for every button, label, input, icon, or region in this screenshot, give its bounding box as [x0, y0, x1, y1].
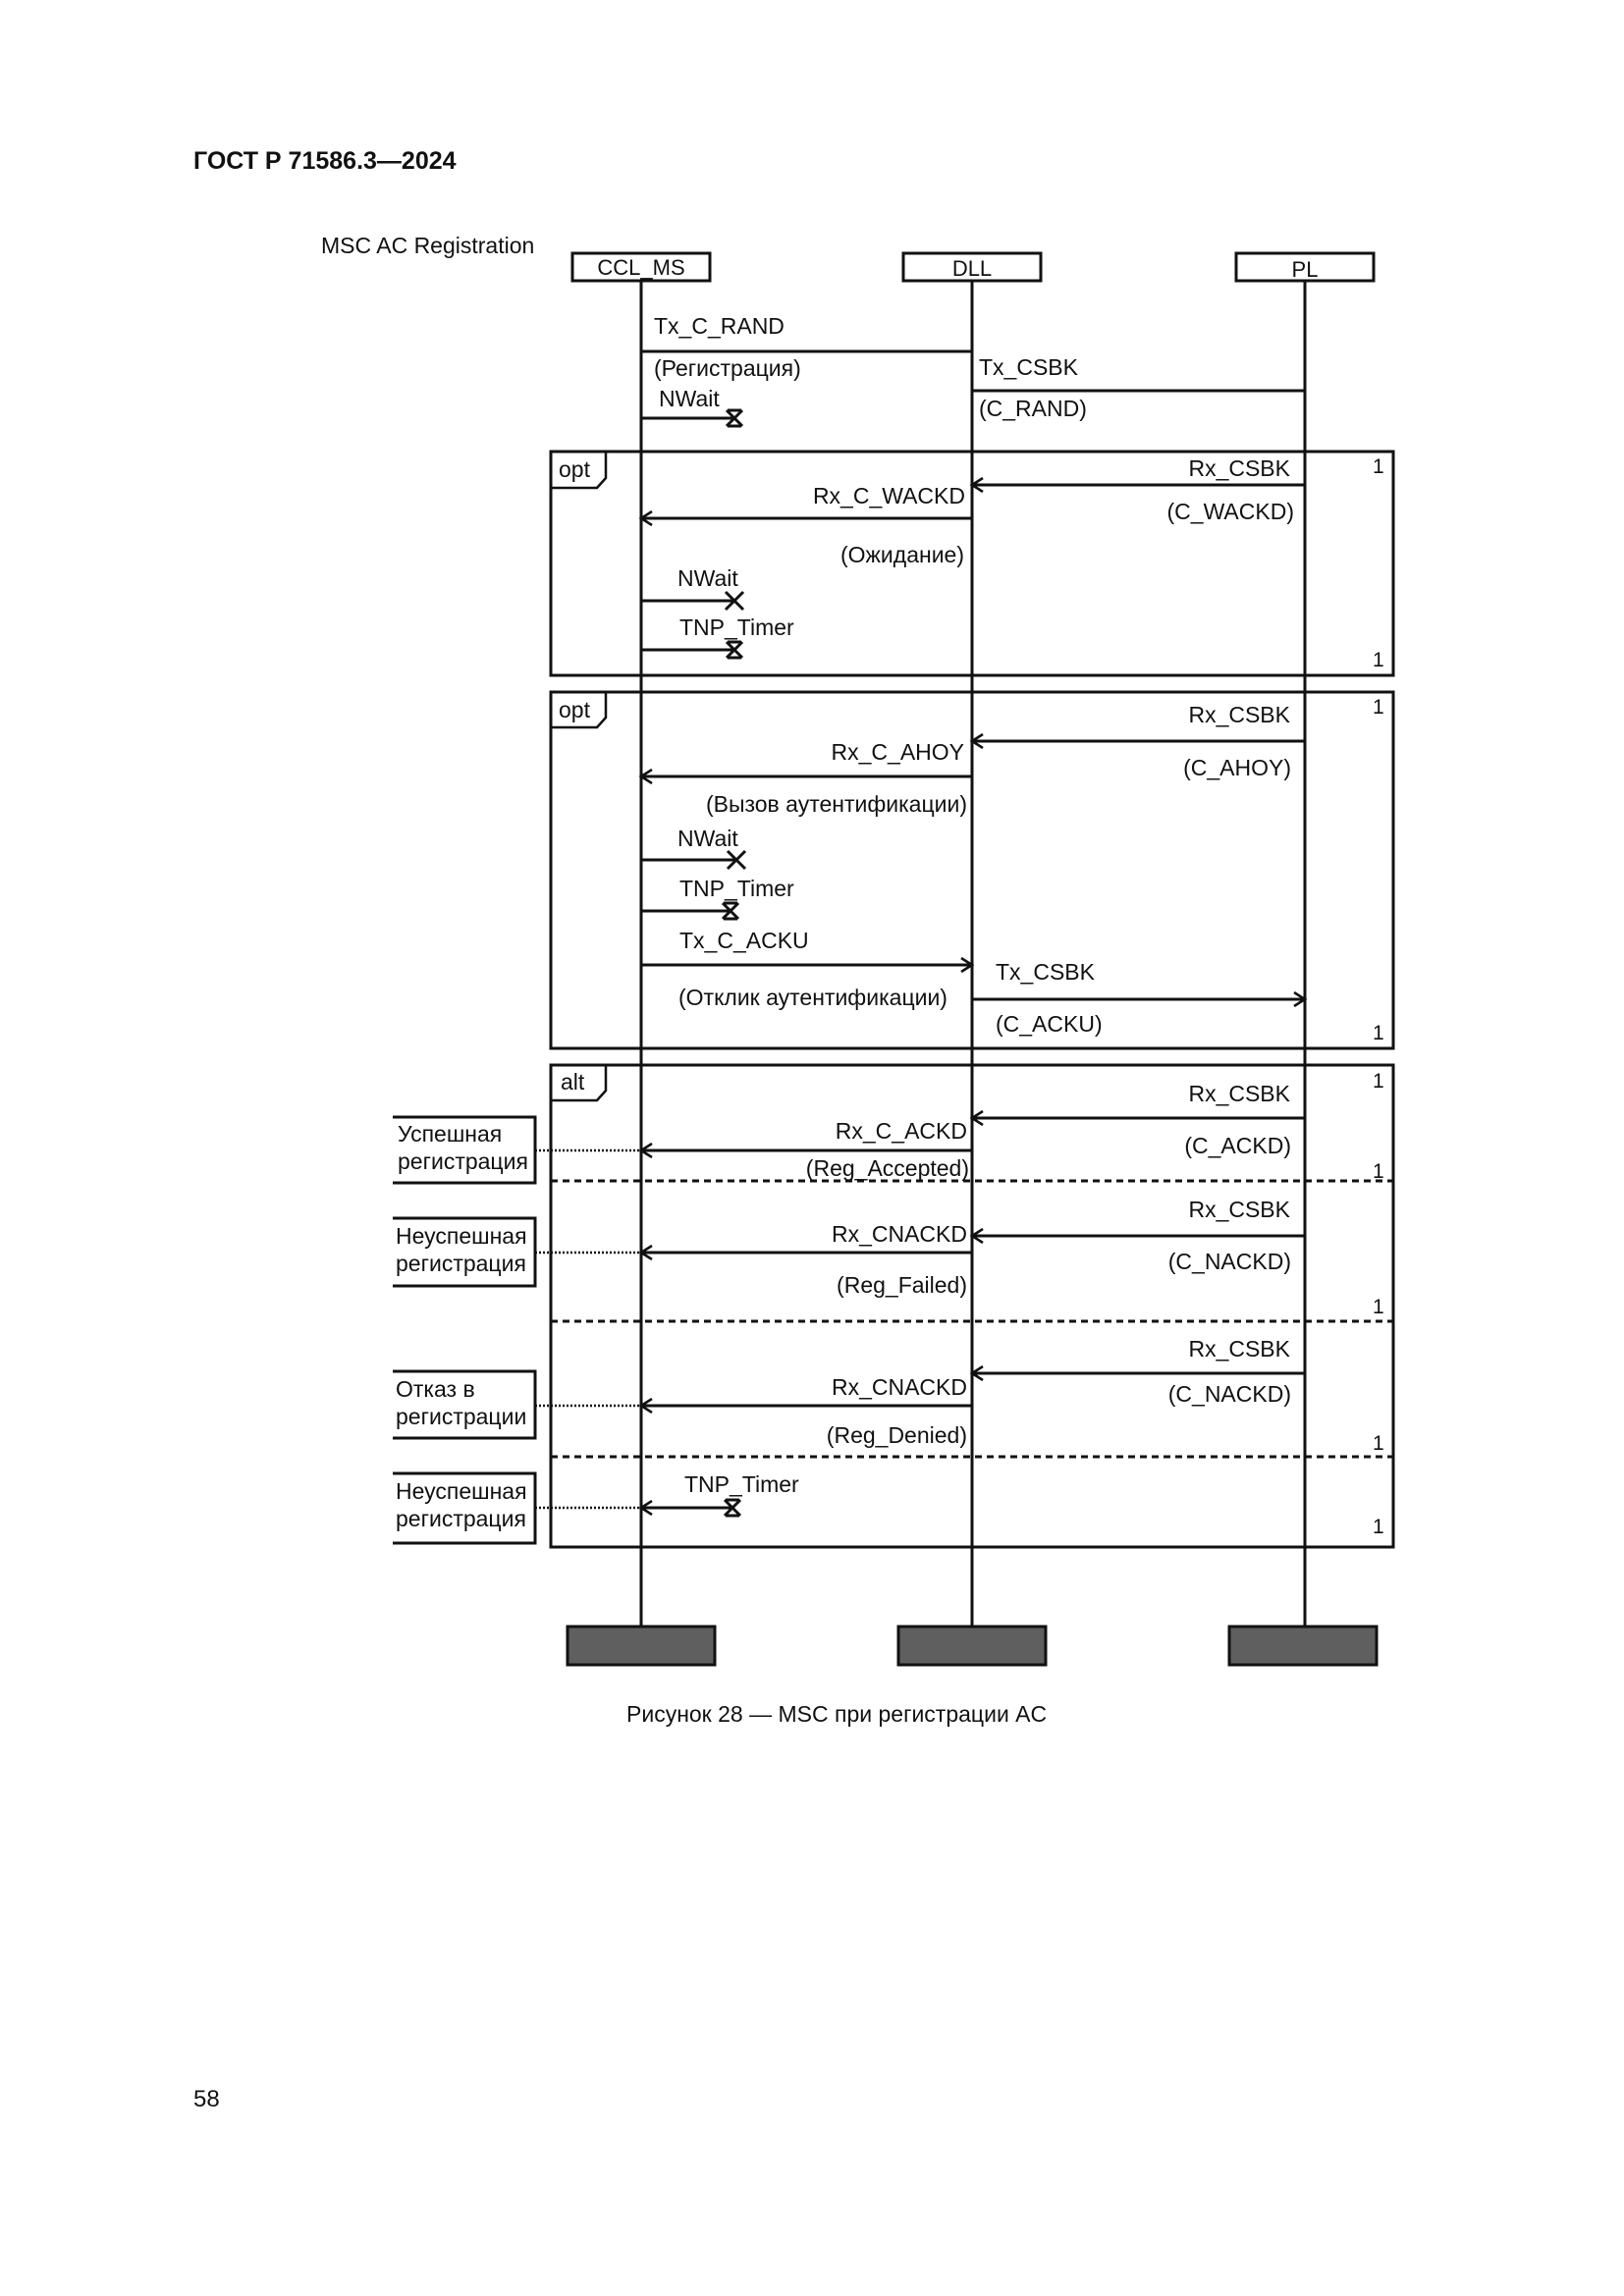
svg-text:1: 1 [1373, 1516, 1384, 1538]
svg-text:(C_NACKD): (C_NACKD) [1168, 1381, 1291, 1407]
svg-text:(C_AHOY): (C_AHOY) [1183, 755, 1291, 780]
svg-text:регистрация: регистрация [396, 1251, 526, 1276]
opt-frame-2: opt 1 1 [549, 690, 1395, 1050]
document-header: ГОСТ Р 71586.3—2024 [193, 147, 457, 175]
svg-text:Rx_C_WACKD: Rx_C_WACKD [813, 483, 965, 508]
svg-text:(Регистрация): (Регистрация) [654, 355, 801, 381]
svg-text:NWait: NWait [659, 386, 720, 411]
svg-text:1: 1 [1373, 455, 1384, 478]
svg-text:1: 1 [1373, 649, 1384, 671]
svg-text:(C_ACKD): (C_ACKD) [1184, 1133, 1291, 1158]
svg-text:Tx_CSBK: Tx_CSBK [979, 354, 1079, 380]
timer-nwait-opt2: NWait [641, 826, 747, 871]
svg-text:1: 1 [1373, 1296, 1384, 1318]
svg-text:Rx_C_AHOY: Rx_C_AHOY [832, 739, 964, 765]
svg-text:Tx_CSBK: Tx_CSBK [996, 959, 1096, 985]
message-tx-csbk: Tx_CSBK (C_RAND) [972, 354, 1305, 421]
note-unsuccessful-registration-timeout: Неуспешная регистрация [393, 1471, 641, 1545]
svg-text:регистрация: регистрация [396, 1506, 526, 1531]
svg-text:(C_RAND): (C_RAND) [979, 396, 1087, 421]
svg-text:регистрация: регистрация [398, 1148, 528, 1174]
svg-text:(Вызов аутентификации): (Вызов аутентификации) [706, 791, 967, 817]
svg-text:TNP_Timer: TNP_Timer [684, 1471, 799, 1497]
svg-text:TNP_Timer: TNP_Timer [679, 614, 794, 640]
alt-section-timeout: TNP_Timer 1 [641, 1471, 1384, 1538]
svg-text:Rx_CSBK: Rx_CSBK [1188, 702, 1290, 727]
svg-text:1: 1 [1373, 1070, 1384, 1093]
message-rx-csbk-opt1: Rx_CSBK (C_WACKD) [972, 455, 1305, 524]
svg-text:(Ожидание): (Ожидание) [840, 542, 964, 567]
svg-text:NWait: NWait [677, 826, 738, 851]
alt-frame: alt 1 [549, 1063, 1395, 1549]
svg-text:Rx_CSBK: Rx_CSBK [1188, 455, 1290, 481]
message-rx-c-wackd: Rx_C_WACKD (Ожидание) [641, 483, 972, 567]
lifeline-end-pl [1227, 1625, 1379, 1667]
lifeline-end-dll [896, 1625, 1048, 1667]
note-registration-denied: Отказ в регистрации [393, 1369, 641, 1440]
alt-section-failed: Rx_CSBK (C_NACKD) Rx_CNACKD (Reg_Failed)… [641, 1197, 1384, 1318]
lifeline-end-ccl-ms [566, 1625, 717, 1667]
svg-text:1: 1 [1373, 1022, 1384, 1044]
lifeline-header-dll: DLL [901, 251, 1043, 283]
diagram-title: MSC AC Registration [321, 233, 534, 258]
svg-text:(Reg_Failed): (Reg_Failed) [837, 1272, 967, 1298]
svg-text:Неуспешная: Неуспешная [396, 1223, 527, 1249]
svg-text:TNP_Timer: TNP_Timer [679, 876, 794, 901]
svg-text:Неуспешная: Неуспешная [396, 1478, 527, 1504]
note-unsuccessful-registration: Неуспешная регистрация [393, 1216, 641, 1288]
message-tx-c-rand: Tx_C_RAND (Регистрация) [641, 313, 972, 381]
page-number: 58 [193, 2086, 220, 2112]
svg-text:(C_ACKU): (C_ACKU) [996, 1011, 1103, 1037]
timer-nwait: NWait [641, 386, 744, 428]
svg-text:alt: alt [561, 1069, 585, 1095]
svg-text:Rx_CSBK: Rx_CSBK [1188, 1336, 1290, 1362]
svg-text:Tx_C_ACKU: Tx_C_ACKU [679, 928, 809, 953]
svg-text:1: 1 [1373, 696, 1384, 719]
alt-section-accepted: Rx_CSBK (C_ACKD) Rx_C_ACKD (Reg_Accepted… [641, 1081, 1384, 1183]
message-tx-c-acku: Tx_C_ACKU (Отклик аутентификации) [641, 928, 972, 1010]
svg-text:(C_WACKD): (C_WACKD) [1167, 499, 1294, 524]
note-successful-registration: Успешная регистрация [393, 1115, 641, 1185]
timer-nwait-opt1: NWait [641, 565, 745, 612]
timer-tnp-opt1: TNP_Timer [641, 614, 794, 660]
svg-text:CCL_MS: CCL_MS [597, 255, 684, 280]
svg-text:1: 1 [1373, 1432, 1384, 1455]
svg-text:Rx_CNACKD: Rx_CNACKD [832, 1221, 967, 1247]
svg-text:DLL: DLL [952, 256, 992, 281]
svg-text:Rx_CNACKD: Rx_CNACKD [832, 1374, 967, 1400]
svg-text:Успешная: Успешная [398, 1121, 502, 1147]
lifeline-header-pl: PL [1234, 251, 1376, 283]
timer-tnp-opt2: TNP_Timer [641, 876, 794, 921]
svg-text:Rx_CSBK: Rx_CSBK [1188, 1197, 1290, 1222]
svg-text:PL: PL [1292, 257, 1319, 282]
svg-text:1: 1 [1373, 1160, 1384, 1183]
svg-text:регистрации: регистрации [396, 1404, 526, 1429]
figure-caption: Рисунок 28 — MSC при регистрации AC [626, 1701, 1047, 1727]
svg-text:Отказ в: Отказ в [396, 1376, 475, 1402]
svg-text:(C_NACKD): (C_NACKD) [1168, 1249, 1291, 1274]
svg-text:(Отклик аутентификации): (Отклик аутентификации) [678, 985, 947, 1010]
alt-section-denied: Rx_CSBK (C_NACKD) Rx_CNACKD (Reg_Denied)… [641, 1336, 1384, 1455]
svg-text:Tx_C_RAND: Tx_C_RAND [654, 313, 785, 339]
lifeline-header-ccl-ms: CCL_MS [570, 251, 712, 283]
svg-text:(Reg_Accepted): (Reg_Accepted) [806, 1155, 969, 1181]
message-tx-csbk-opt2: Tx_CSBK (C_ACKU) [972, 959, 1305, 1037]
svg-text:opt: opt [559, 456, 591, 482]
message-rx-csbk-opt2: Rx_CSBK (C_AHOY) [972, 702, 1305, 780]
svg-text:Rx_CSBK: Rx_CSBK [1188, 1081, 1290, 1106]
svg-text:opt: opt [559, 697, 591, 722]
svg-text:Rx_C_ACKD: Rx_C_ACKD [836, 1118, 967, 1144]
svg-text:NWait: NWait [677, 565, 738, 591]
message-rx-c-ahoy: Rx_C_AHOY (Вызов аутентификации) [641, 739, 972, 817]
opt-frame-1: opt 1 1 [549, 450, 1395, 677]
svg-text:(Reg_Denied): (Reg_Denied) [827, 1422, 967, 1448]
